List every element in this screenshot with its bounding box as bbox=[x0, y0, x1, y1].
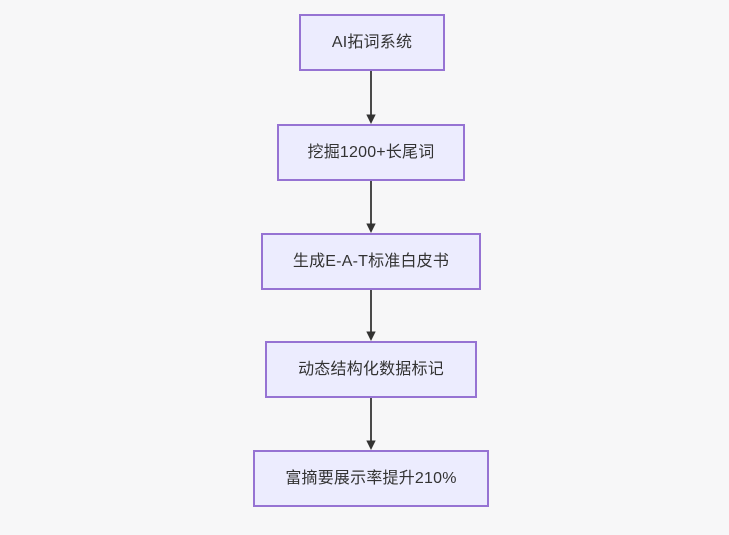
flow-node-rich-snippet-impression-uplift[interactable]: 富摘要展示率提升210% bbox=[253, 450, 489, 507]
edge-n1-n2 bbox=[366, 71, 376, 124]
flow-node-mine-longtail-keywords[interactable]: 挖掘1200+长尾词 bbox=[277, 124, 465, 181]
flow-node-label: AI拓词系统 bbox=[331, 33, 413, 51]
edge-n4-n5 bbox=[366, 398, 376, 450]
flow-node-label: 挖掘1200+长尾词 bbox=[307, 143, 435, 161]
flow-node-dynamic-structured-data-markup[interactable]: 动态结构化数据标记 bbox=[265, 341, 477, 398]
arrow-down-icon bbox=[366, 440, 376, 450]
flow-node-ai-keyword-system[interactable]: AI拓词系统 bbox=[299, 14, 445, 71]
edge-n2-n3 bbox=[366, 181, 376, 233]
edge-n3-n4 bbox=[366, 290, 376, 341]
arrow-down-icon bbox=[366, 114, 376, 124]
flow-node-generate-eat-whitepaper[interactable]: 生成E-A-T标准白皮书 bbox=[261, 233, 481, 290]
arrow-down-icon bbox=[366, 223, 376, 233]
flow-node-label: 富摘要展示率提升210% bbox=[285, 469, 457, 487]
flow-node-label: 生成E-A-T标准白皮书 bbox=[292, 252, 450, 270]
arrow-down-icon bbox=[366, 331, 376, 341]
flow-node-label: 动态结构化数据标记 bbox=[298, 360, 444, 378]
